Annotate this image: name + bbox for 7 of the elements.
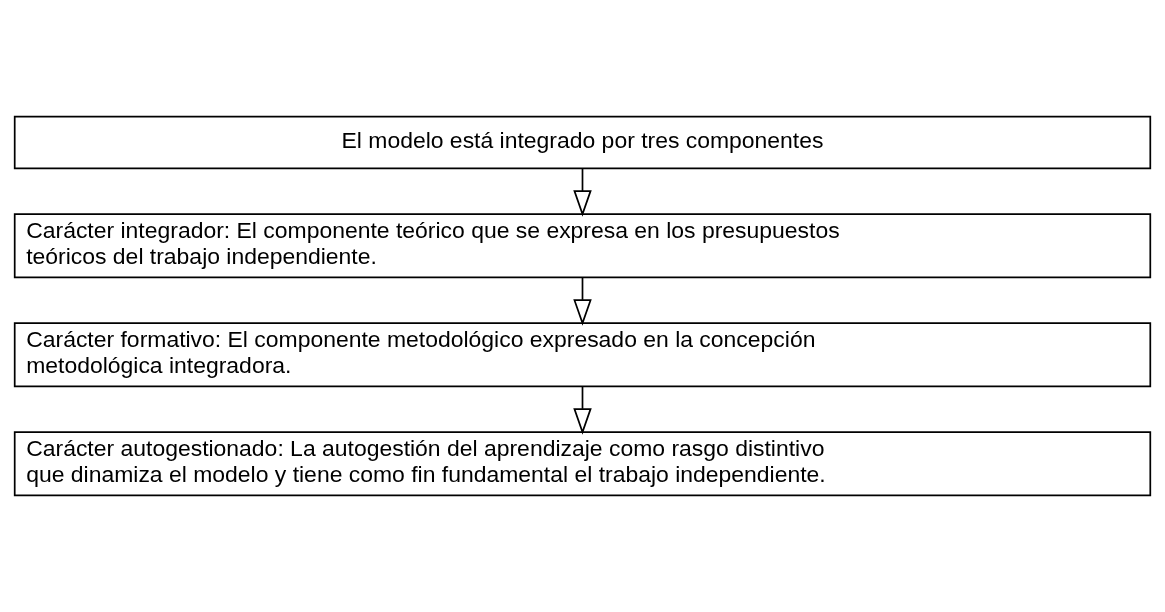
arrow xyxy=(573,167,592,217)
node-box: Carácter formativo: El componente metodológico expresado en la concepción metodológica integradora. xyxy=(13,322,1152,388)
node-box: El modelo está integrado por tres componentes xyxy=(13,115,1152,170)
arrow xyxy=(573,276,592,326)
arrow xyxy=(573,385,592,435)
node-box: Carácter integrador: El componente teórico que se expresa en los presupuestos teóricos del trabajo independiente. xyxy=(13,213,1152,279)
node-box: Carácter autogestionado: La autogestión del aprendizaje como rasgo distintivo que dinamiza el modelo y tiene como fin fundamental el trabajo independiente. xyxy=(13,431,1152,497)
